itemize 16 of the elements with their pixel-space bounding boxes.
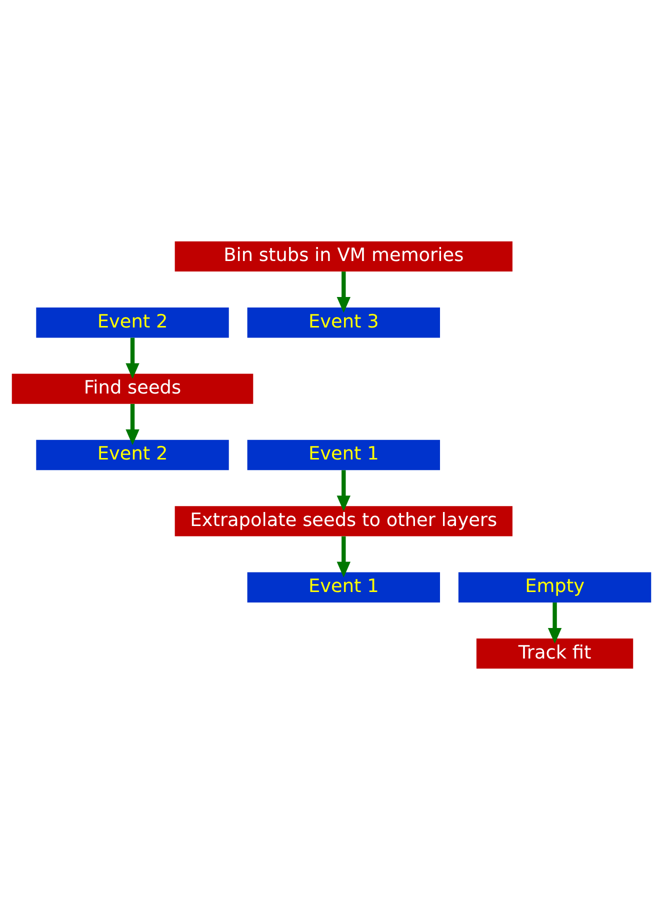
node-box: Bin stubs in VM memories	[174, 241, 512, 272]
arrow	[126, 338, 140, 379]
node-box: Event 3	[247, 308, 440, 338]
arrow	[336, 272, 351, 313]
node-box: Event 1	[247, 572, 440, 602]
arrow	[336, 536, 351, 578]
arrow	[126, 404, 140, 446]
node-box: Event 1	[247, 440, 440, 470]
node-box: Event 2	[36, 440, 229, 470]
node-box: Empty	[458, 572, 652, 602]
arrow	[548, 602, 562, 644]
node-box: Event 2	[36, 308, 229, 338]
arrow	[336, 470, 351, 512]
node-box: Extrapolate seeds to other layers	[174, 506, 512, 536]
node-box: Track fit	[476, 638, 634, 669]
node-box: Find seeds	[12, 374, 254, 404]
